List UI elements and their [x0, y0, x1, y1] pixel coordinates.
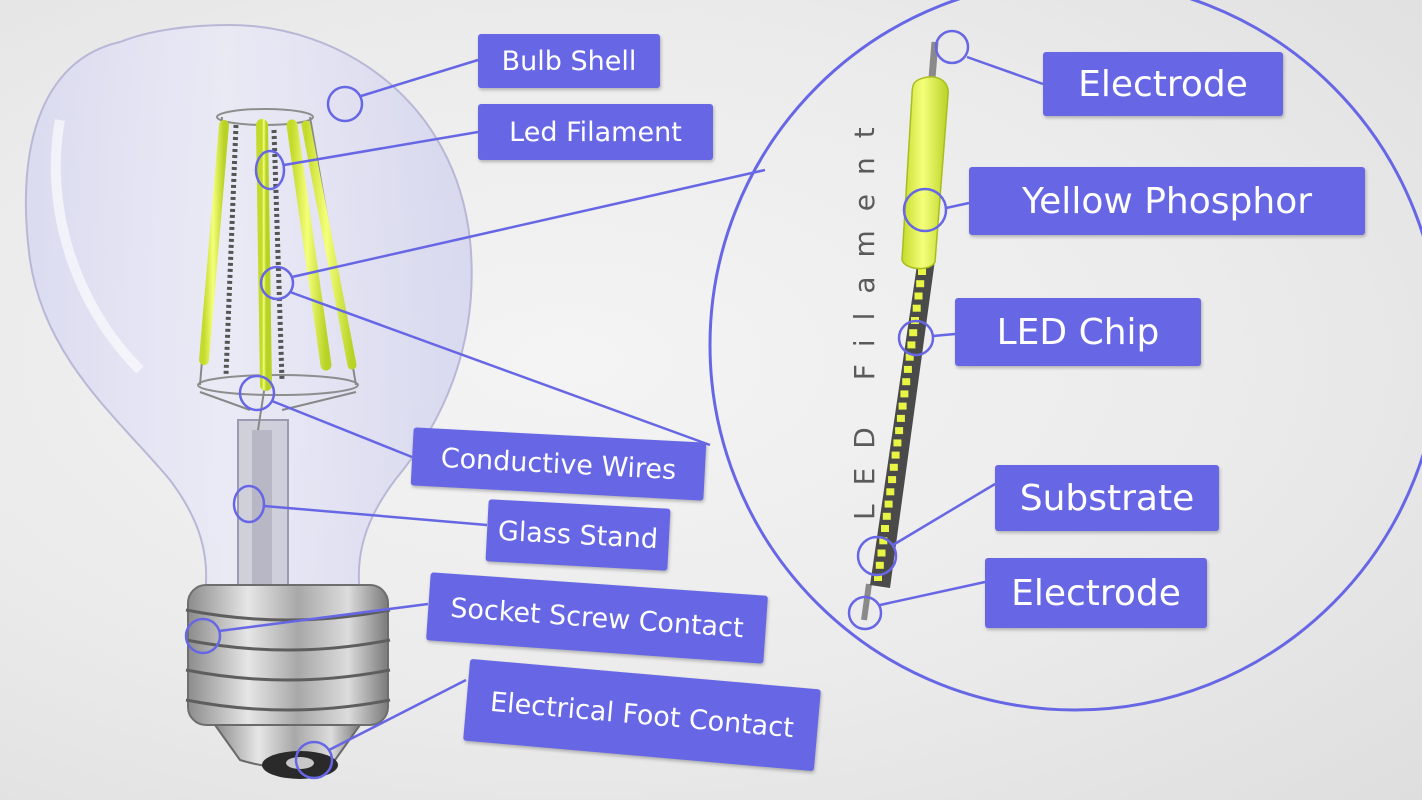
led-chip-square	[912, 304, 921, 312]
led-chip-square	[877, 549, 886, 557]
bulb-filaments	[199, 119, 357, 391]
screw-base	[185, 584, 391, 779]
led-chip-square	[903, 365, 912, 373]
zoom-circle	[708, 0, 1422, 712]
label-electrode-top: Electrode	[1043, 52, 1283, 116]
zoomed-filament	[861, 41, 949, 621]
label-yellow-phosphor: Yellow Phosphor	[969, 167, 1365, 235]
led-chip-square	[918, 268, 926, 275]
led-chip-square	[891, 451, 900, 459]
led-chip-square	[879, 537, 888, 545]
label-led-chip: LED Chip	[955, 298, 1201, 366]
filament-leaders	[847, 29, 1044, 631]
label-electrode-bottom: Electrode	[985, 558, 1207, 628]
bulb-glass	[24, 23, 473, 596]
bulb-leaders	[184, 58, 766, 780]
led-chip-square	[914, 292, 923, 300]
led-chip-square	[916, 280, 925, 288]
zoom-caption: LED Filament	[848, 108, 881, 520]
led-chip-square	[905, 353, 914, 361]
led-chip-square	[898, 402, 907, 410]
led-chip-square	[874, 574, 882, 581]
led-chip-square	[875, 561, 884, 569]
bottom-ring	[197, 374, 359, 396]
led-chip-square	[893, 439, 902, 447]
led-chip-square	[902, 378, 911, 386]
bulb-glass-highlight	[50, 119, 144, 374]
label-led-filament: Led Filament	[478, 104, 713, 160]
led-chip-square	[907, 341, 916, 349]
led-chip-square	[889, 463, 898, 471]
led-chip-square	[886, 488, 895, 496]
label-bulb-shell: Bulb Shell	[478, 34, 660, 88]
led-chip-square	[896, 414, 905, 422]
led-chip-square	[895, 427, 904, 435]
led-chip-square	[900, 390, 909, 398]
glass-stand-inner	[252, 430, 272, 610]
led-chip-square	[909, 329, 918, 337]
led-chip-square	[881, 525, 889, 532]
led-chip-square	[888, 476, 897, 484]
label-substrate: Substrate	[995, 465, 1219, 531]
led-chip-square	[884, 500, 893, 508]
led-chip-square	[882, 512, 891, 520]
label-glass-stand: Glass Stand	[485, 499, 671, 571]
